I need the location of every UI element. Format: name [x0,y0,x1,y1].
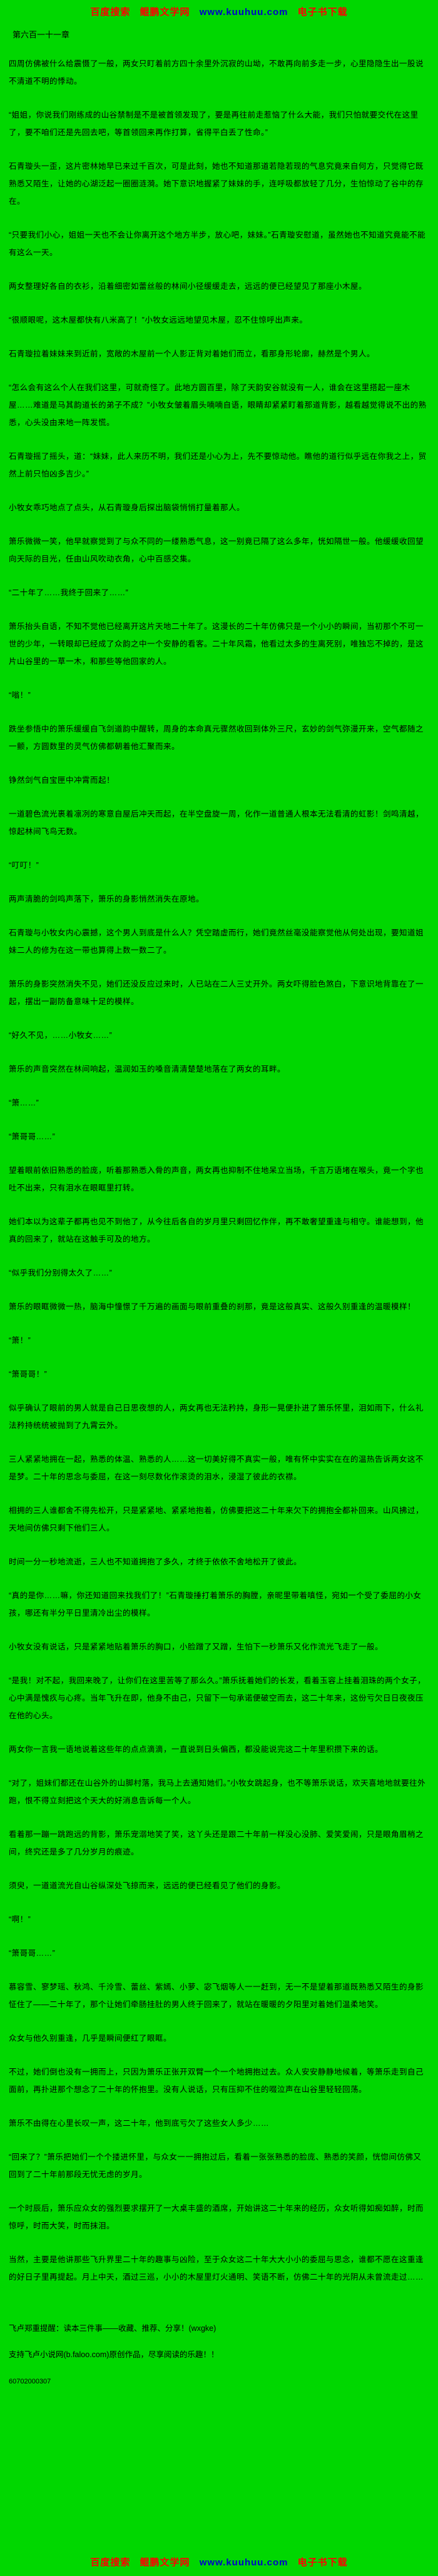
paragraph: 石青璇头一歪，这片密林她早已来过千百次，可是此刻，她也不知道那道若隐若现的气息究… [9,162,424,206]
paragraph: 当然，主要是他讲那些飞升界里二十年的趣事与凶险，至于众女这二十年大大小小的委屈与… [9,2255,424,2282]
paragraph: 箫乐微微一笑，他早就察觉到了与众不同的一缕熟悉气息，这一别竟已隔了这么多年，恍如… [9,537,424,563]
paragraph: “只要我们小心，姐姐一天也不会让你离开这个地方半步，放心吧，妹妹。”石青璇安慰道… [9,231,426,257]
paragraph: “箫……” [9,1099,39,1107]
paragraph: 望着眼前依旧熟悉的脸庞，听着那熟悉入骨的声音，两女再也抑制不住地呆立当场，千言万… [9,1166,424,1192]
paragraph: 四周仿佛被什么给震慑了一般，两女只盯着前方四十余里外沉寂的山坳，不敢再向前多走一… [9,59,424,86]
banner-prefix: 百度搜索 [90,7,131,18]
banner-url-link[interactable]: www.kuuhuu.com [199,7,288,18]
paragraph: 箫乐的声音突然在林间响起，温润如玉的嗓音清清楚楚地落在了两女的耳畔。 [9,1065,286,1074]
paragraph: 箫乐的眼眶微微一热，脑海中憧憬了千万遍的画面与眼前重叠的刹那，竟是这般真实、这般… [9,1302,416,1311]
paragraph: 不过，她们倒也没有一拥而上，只因为箫乐正张开双臂一个一个地拥抱过去。众人安安静静… [9,2068,424,2094]
paragraph: 两女整理好各自的衣衫，沿着细密如蕾丝般的林间小径缓缓走去，远远的便已经望见了那座… [9,282,367,291]
paragraph: 小牧女乖巧地点了点头，从石青璇身后探出脑袋悄悄打量着那人。 [9,503,245,512]
paragraph-list: 四周仿佛被什么给震慑了一般，两女只盯着前方四十余里外沉寂的山坳，不敢再向前多走一… [9,55,429,2302]
paragraph: 众女与他久别重逢，几乎是瞬间便红了眼眶。 [9,2034,172,2043]
paragraph: 看着那一蹦一跳跑远的背影，箫乐宠溺地笑了笑，这丫头还是跟二十年前一样没心没肺、爱… [9,1830,424,1856]
paragraph: 石青璇摇了摇头，道：“妹妹，此人来历不明，我们还是小心为上，先不要惊动他。瞧他的… [9,452,427,478]
bottom-banner: 百度搜索 鲲鹏文学网 www.kuuhuu.com 电子书下载 [9,2555,429,2568]
paragraph: 一道碧色流光裹着凛冽的寒意自屋后冲天而起，在半空盘旋一周，化作一道普通人根本无法… [9,810,424,836]
top-banner: 百度搜索 鲲鹏文学网 www.kuuhuu.com 电子书下载 [9,5,429,18]
faloo-notice: 飞卢郑重提醒：读本三件事——收藏、推荐、分享！(wxgke) [9,2324,216,2333]
paragraph: 须臾，一道道流光自山谷纵深处飞掠而来，远远的便已经看见了他们的身影。 [9,1881,286,1890]
paragraph: 慕容雪、寥梦瑶、秋鸿、千泠雪、蕾丝、紫嫣、小萝、宓飞烟等人一一赶到，无一不是望着… [9,1983,424,2009]
banner-site-name: 鲲鹏文学网 [140,2557,190,2568]
paragraph: “回来了？”箫乐把她们一个个搂进怀里，与众女一一拥抱过后，看着一张张熟悉的脸庞、… [9,2153,422,2179]
paragraph: “好久不见，……小牧女……” [9,1031,113,1040]
paragraph: “箫哥哥……” [9,1949,56,1958]
paragraph: 两女你一言我一语地说着这些年的点点滴滴，一直说到日头偏西，都没能说完这二十年里积… [9,1745,384,1754]
banner-url-link[interactable]: www.kuuhuu.com [199,2557,288,2568]
paragraph: “叮叮！” [9,861,39,870]
paragraph: 箫乐的身影突然消失不见，她们还没反应过来时，人已站在二人三丈开外。两女吓得脸色煞… [9,980,424,1006]
paragraph: 一个时辰后，箫乐应众女的强烈要求摆开了一大桌丰盛的酒席，开始讲这二十年来的经历，… [9,2204,424,2230]
paragraph: 石青璇与小牧女内心震撼，这个男人到底是什么人？凭空踏虚而行，她们竟然丝毫没能察觉… [9,928,424,955]
paragraph: 箫乐抬头自语，不知不觉他已经离开这片天地二十年了。这漫长的二十年仿佛只是一个小小… [9,622,424,666]
paragraph: 似乎确认了眼前的男人就是自己日思夜想的人，两女再也无法矜持，身形一晃便扑进了箫乐… [9,1404,424,1430]
paragraph: 时间一分一秒地流逝，三人也不知道拥抱了多久，才终于依依不舍地松开了彼此。 [9,1557,302,1566]
support-line: 支持飞卢小说网(b.faloo.com)原创作品，尽享阅读的乐趣！！ [9,2350,219,2359]
paragraph: 小牧女没有说话，只是紧紧地贴着箫乐的胸口，小脸蹭了又蹭，生怕下一秒箫乐又化作流光… [9,1643,384,1651]
book-code: 60702000307 [9,2378,51,2385]
paragraph: “姐姐，你说我们刚练成的山谷禁制是不是被首领发现了，要是再往前走惹恼了什么大能，… [9,111,419,137]
paragraph: “二十年了……我终于回来了……” [9,588,129,597]
paragraph: 铮然剑气自宝匣中冲霄而起！ [9,776,115,785]
paragraph: “很顺眼呢，这木屋都快有八米高了！”小牧女远远地望见木屋，忍不住惊呼出声来。 [9,316,308,325]
banner-suffix: 电子书下载 [297,2557,348,2568]
paragraph: 石青璇拉着妹妹来到近前，宽敞的木屋前一个人影正背对着她们而立，看那身形轮廓，赫然… [9,350,375,358]
paragraph: “啊！” [9,1915,31,1924]
banner-site-name: 鲲鹏文学网 [140,7,190,18]
paragraph: 相拥的三人谁都舍不得先松开，只是紧紧地、紧紧地抱着，仿佛要把这二十年来欠下的拥抱… [9,1506,424,1532]
paragraph: 三人紧紧地拥在一起，熟悉的体温、熟悉的人……这一切美好得不真实一般，唯有怀中实实… [9,1455,424,1481]
chapter-title: 第六百一十一章 [13,30,70,39]
paragraph: “箫哥哥……” [9,1132,56,1141]
paragraph: “箫！” [9,1336,31,1345]
paragraph: 她们本以为这辈子都再也见不到他了，从今往后各自的岁月里只剩回忆作伴，再不敢奢望重… [9,1217,424,1244]
paragraph: “真的是你……嘛，你还知道回来找我们了！”石青璇捶打着箫乐的胸膛，亲昵里带着嗔怪… [9,1591,422,1618]
paragraph: “箫哥哥！” [9,1370,48,1379]
paragraph: 两声清脆的剑鸣声落下，箫乐的身影悄然消失在原地。 [9,895,205,903]
paragraph: 箫乐不由得在心里长叹一声，这二十年，他到底亏欠了这些女人多少…… [9,2119,270,2128]
paragraph: “似乎我们分别得太久了……” [9,1269,113,1277]
paragraph: “嗡！” [9,691,31,700]
paragraph: 跌坐参悟中的箫乐缓缓自飞剑道韵中醒转，周身的本命真元骤然收回到体外三尺，玄妙的剑… [9,725,424,751]
paragraph: “怎么会有这么个人在我们这里，可就奇怪了。此地方圆百里，除了天韵安谷就没有一人，… [9,383,427,427]
banner-suffix: 电子书下载 [297,7,348,18]
paragraph: “是我！对不起，我回来晚了，让你们在这里苦等了那么久。”箫乐抚着她们的长发，看着… [9,1676,426,1720]
banner-prefix: 百度搜索 [90,2557,131,2568]
paragraph: “对了，姐妹们都还在山谷外的山脚村落，我马上去通知她们。”小牧女跳起身，也不等箫… [9,1779,426,1805]
